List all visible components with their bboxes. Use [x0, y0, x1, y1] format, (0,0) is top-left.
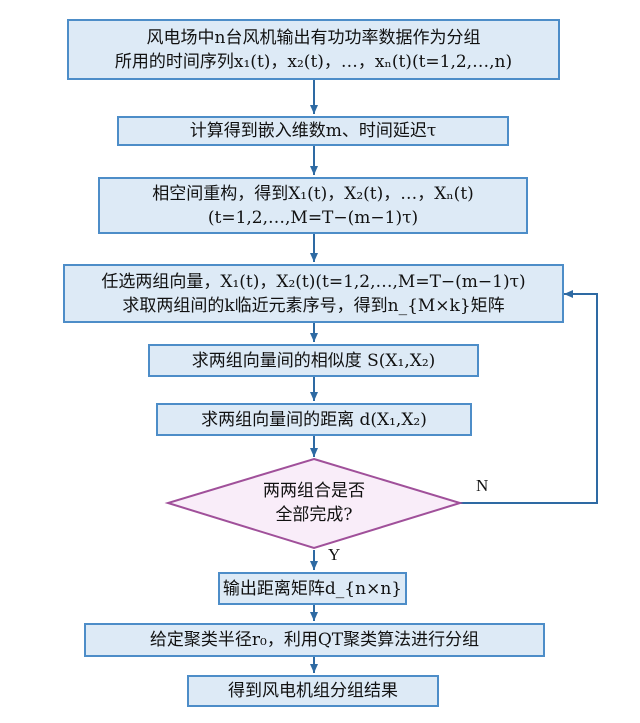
step-distance: 求两组向量间的距离 d(X₁,X₂)	[156, 403, 472, 436]
step-result: 得到风电机组分组结果	[187, 675, 439, 707]
step-phase-space: 相空间重构，得到X₁(t)，X₂(t)，…，Xₙ(t) (t=1,2,…,M=T…	[98, 177, 528, 234]
decision-diamond	[164, 457, 464, 550]
decision-line2: 全部完成?	[275, 505, 353, 525]
step-result-label: 得到风电机组分组结果	[228, 681, 398, 701]
step-output-matrix: 输出距离矩阵d_{n×n}	[218, 572, 407, 605]
branch-no-label: N	[476, 476, 489, 495]
step-phase-space-line1: 相空间重构，得到X₁(t)，X₂(t)，…，Xₙ(t)	[152, 183, 474, 204]
step-qt-clustering: 给定聚类半径r₀，利用QT聚类算法进行分组	[84, 623, 545, 657]
step-data-input: 风电场中n台风机输出有功功率数据作为分组 所用的时间序列x₁(t)，x₂(t)，…	[67, 19, 560, 80]
step-data-input-line2: 所用的时间序列x₁(t)，x₂(t)，…，xₙ(t)(t=1,2,…,n)	[114, 51, 513, 72]
step-select-vectors-line2: 求取两组间的k临近元素序号，得到n_{M×k}矩阵	[122, 295, 505, 316]
step-select-vectors: 任选两组向量，X₁(t)，X₂(t)(t=1,2,…,M=T−(m−1)τ) 求…	[63, 264, 564, 323]
step-distance-label: 求两组向量间的距离 d(X₁,X₂)	[201, 409, 427, 430]
step-similarity: 求两组向量间的相似度 S(X₁,X₂)	[148, 344, 479, 377]
branch-yes-label: Y	[328, 545, 341, 564]
decision-line1: 两两组合是否	[263, 481, 365, 501]
step-qt-clustering-label: 给定聚类半径r₀，利用QT聚类算法进行分组	[149, 630, 480, 650]
step-output-matrix-label: 输出距离矩阵d_{n×n}	[222, 578, 403, 599]
decision-text: 两两组合是否 全部完成?	[214, 479, 414, 527]
step-data-input-line1: 风电场中n台风机输出有功功率数据作为分组	[146, 27, 481, 48]
step-embedding-label: 计算得到嵌入维数m、时间延迟τ	[189, 121, 437, 141]
step-embedding: 计算得到嵌入维数m、时间延迟τ	[117, 116, 509, 146]
arrow-no-loop	[460, 290, 598, 504]
step-select-vectors-line1: 任选两组向量，X₁(t)，X₂(t)(t=1,2,…,M=T−(m−1)τ)	[101, 271, 526, 292]
step-similarity-label: 求两组向量间的相似度 S(X₁,X₂)	[191, 350, 436, 371]
step-phase-space-line2: (t=1,2,…,M=T−(m−1)τ)	[207, 207, 419, 228]
